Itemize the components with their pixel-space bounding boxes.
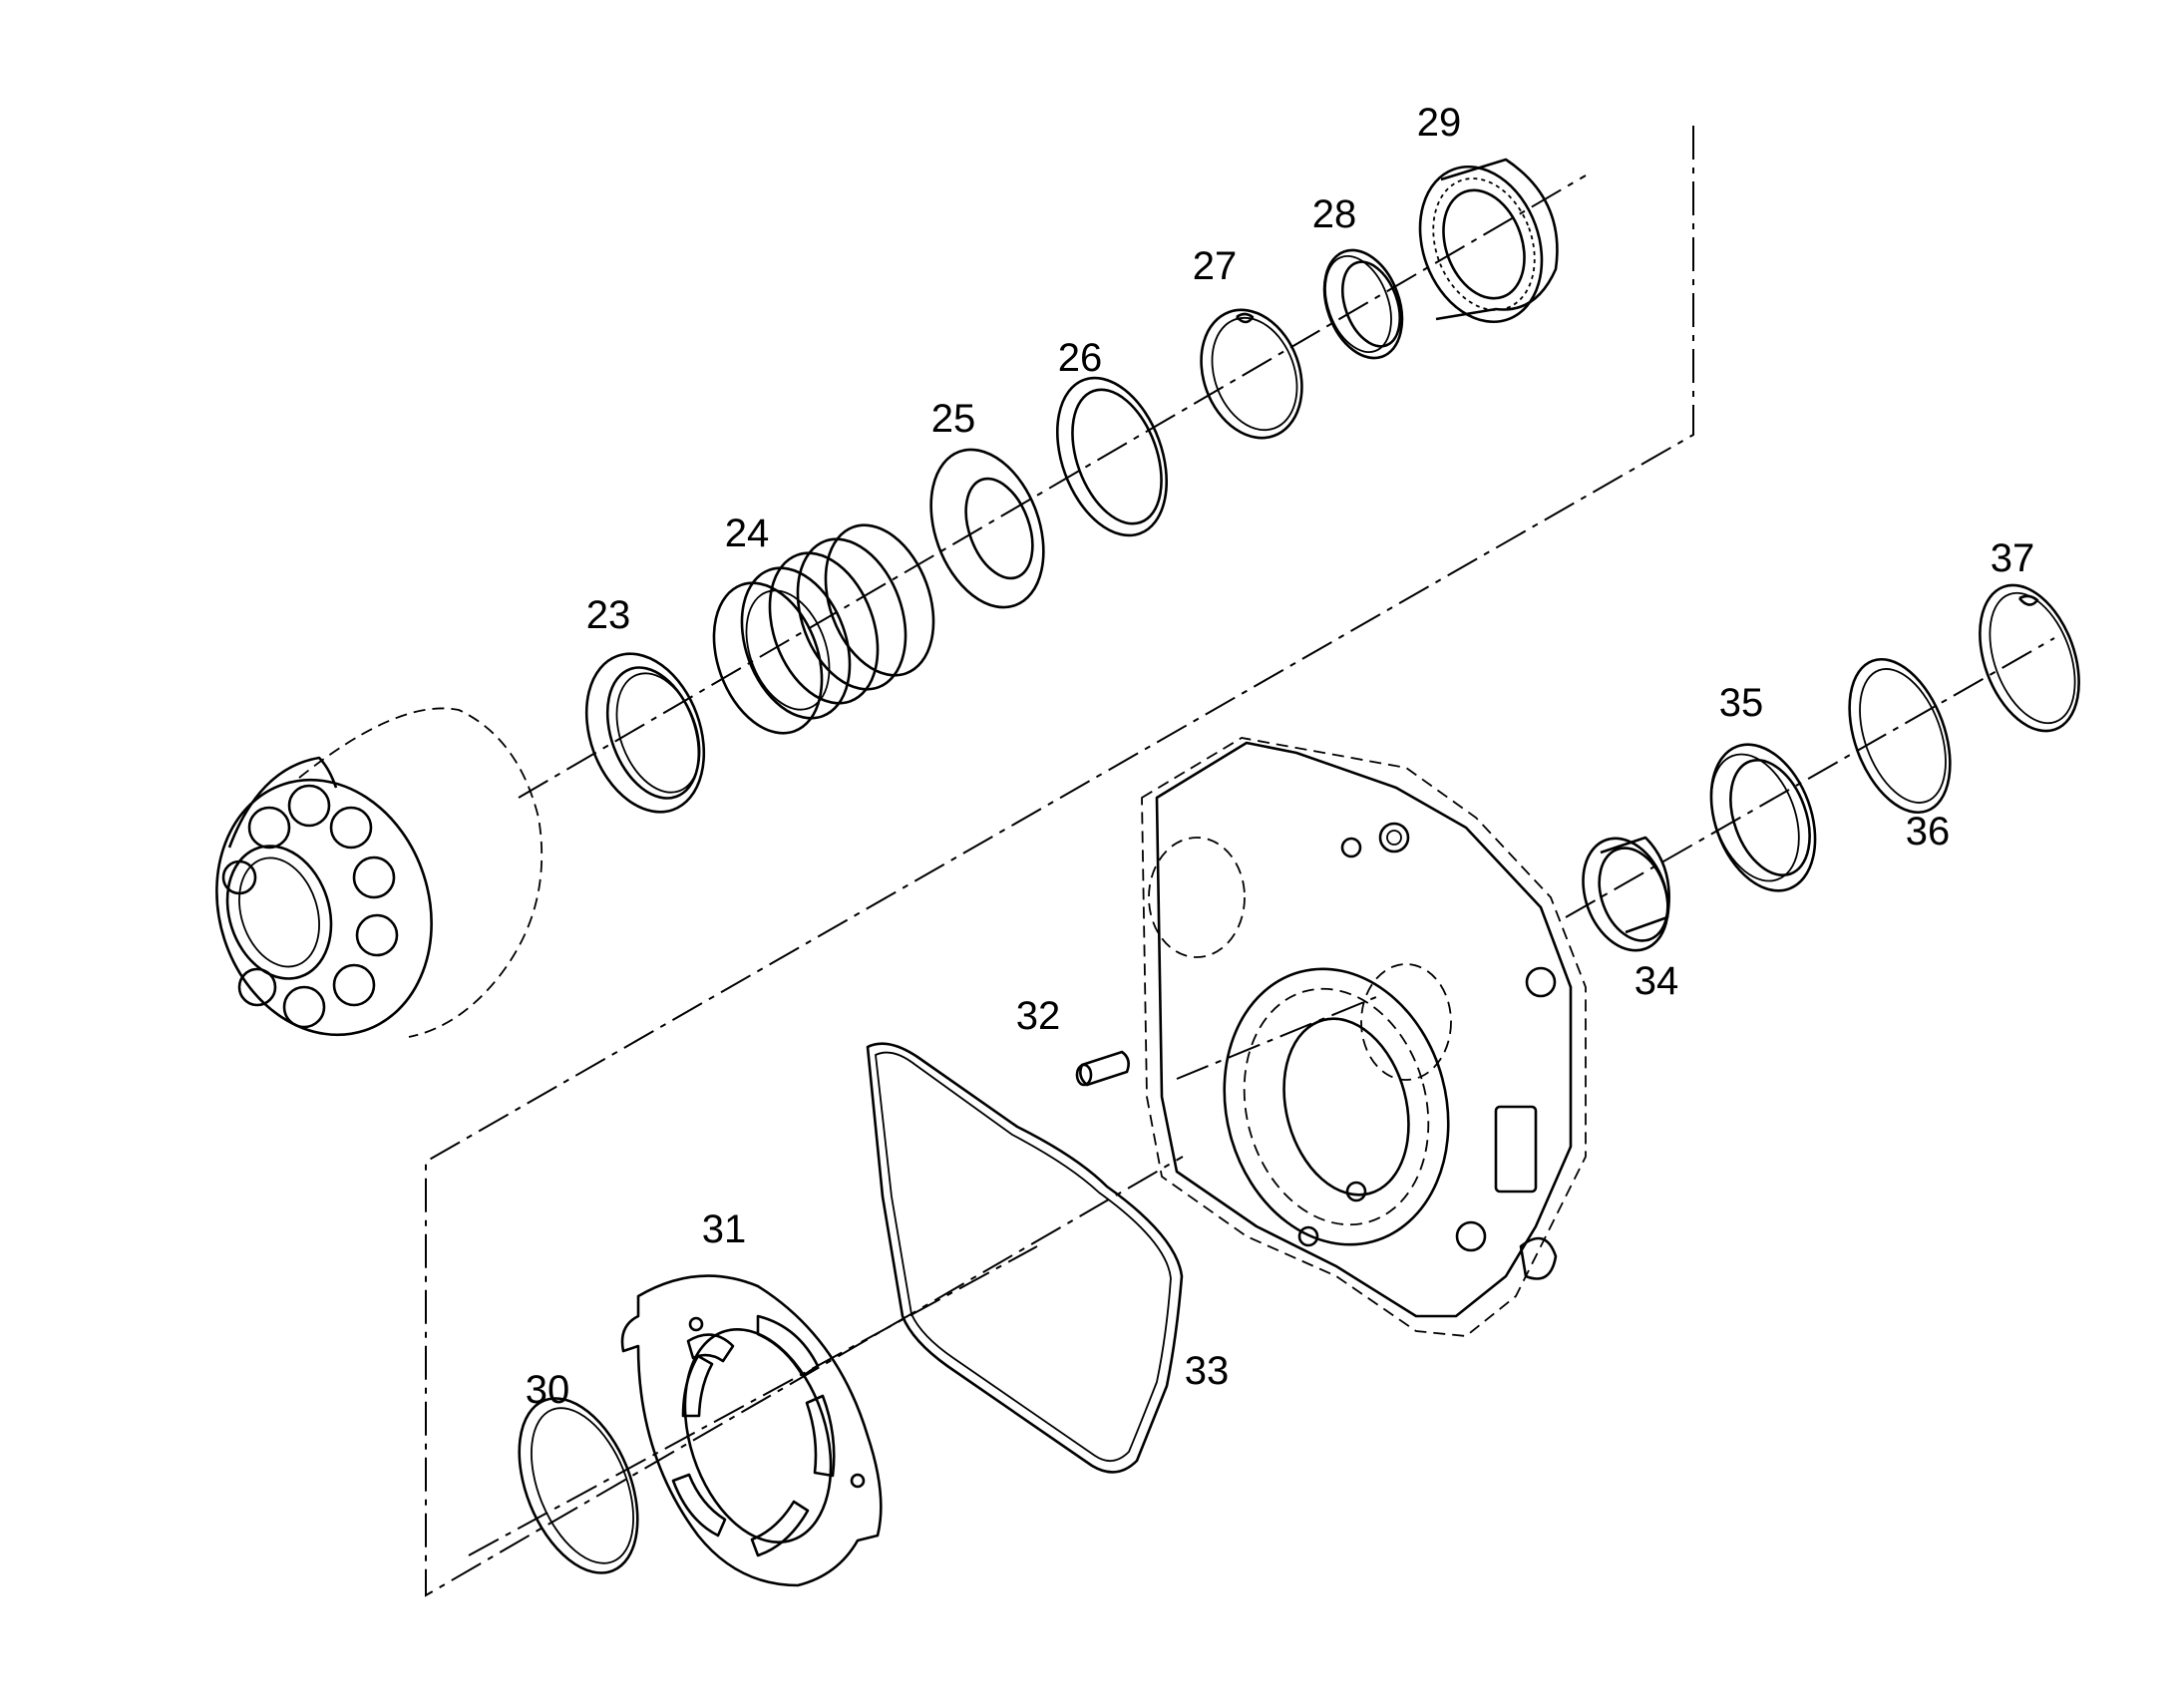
port-plate-31 (620, 1274, 883, 1587)
callout-36: 36 (1906, 810, 1951, 854)
callout-24: 24 (725, 512, 770, 555)
callout-32: 32 (1016, 994, 1061, 1038)
cylinder-barrel (215, 707, 544, 1038)
callout-30: 30 (526, 1368, 570, 1412)
seal-28 (1322, 248, 1404, 360)
callout-23: 23 (586, 593, 631, 637)
callout-31: 31 (702, 1207, 747, 1251)
seal-35 (1709, 743, 1817, 892)
ring-26 (1055, 376, 1169, 537)
spring-24 (712, 523, 935, 735)
callout-27: 27 (1193, 244, 1238, 288)
snap-ring-27 (1200, 308, 1303, 440)
bearing-29 (1418, 158, 1559, 324)
callout-37: 37 (1991, 536, 2035, 580)
callout-34: 34 (1635, 959, 1679, 1003)
ring-36 (1848, 657, 1952, 815)
callout-35: 35 (1719, 681, 1764, 725)
ring-30 (518, 1397, 639, 1574)
callout-29: 29 (1417, 101, 1462, 145)
spline-bore (225, 845, 333, 980)
housing (1141, 737, 1587, 1337)
callout-25: 25 (931, 397, 976, 441)
callout-33: 33 (1185, 1349, 1230, 1393)
washer-25 (929, 448, 1045, 609)
snap-ring-37 (1979, 583, 2080, 733)
gasket-33 (866, 1042, 1184, 1474)
callout-26: 26 (1058, 336, 1103, 380)
center-axes (468, 174, 2055, 1556)
callout-28: 28 (1312, 192, 1357, 236)
piston-bores (221, 784, 399, 1029)
ring-23 (584, 652, 706, 814)
callout-labels: 23 24 25 26 27 28 29 30 31 32 33 34 35 3… (526, 101, 2035, 1412)
pin-32 (1075, 1050, 1130, 1087)
seal-34 (1582, 836, 1670, 952)
